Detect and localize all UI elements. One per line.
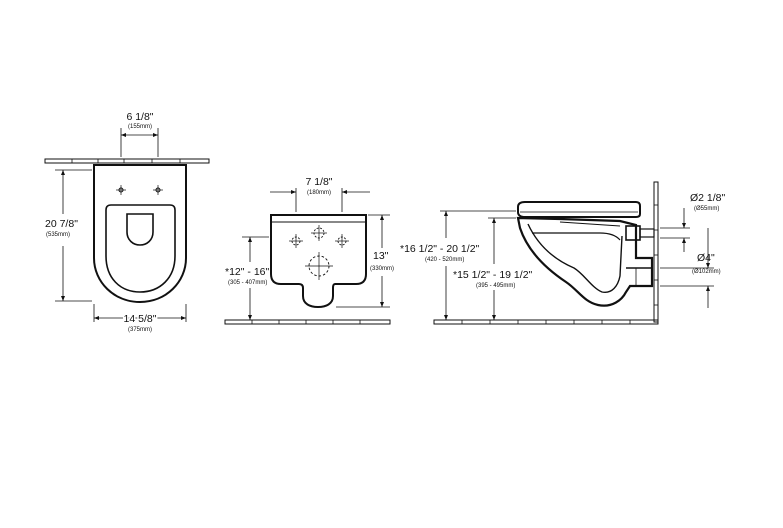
dim-overall-width-in: 14 5/8"	[124, 313, 157, 325]
dim-hole-spacing: 6 1/8" (155mm)	[120, 111, 159, 157]
dim-front-hole-spacing-in: 7 1/8"	[305, 176, 332, 188]
flush-inlet	[625, 225, 655, 241]
side-view: *16 1/2" - 20 1/2" (420 - 520mm) *15 1/2…	[400, 181, 726, 325]
bowl-outer-outline	[93, 164, 187, 304]
waste-outlet	[626, 267, 653, 287]
mounting-hole-right	[153, 185, 163, 195]
front-view: 7 1/8" (180mm) 13" (330mm) *12" - 16" (3…	[224, 176, 394, 325]
dim-side-range-bottom-mm: (395 - 495mm)	[476, 283, 515, 289]
dim-outlet-diameter-in: Ø4"	[697, 252, 715, 264]
dim-hole-spacing-mm: (155mm)	[128, 124, 152, 130]
front-holes	[289, 225, 349, 280]
top-view-wall	[44, 158, 210, 164]
dim-depth: 20 7/8" (535mm)	[45, 169, 92, 302]
dim-front-height: 13" (330mm)	[336, 214, 394, 308]
side-bowl-body	[516, 216, 654, 307]
dim-hole-spacing-in: 6 1/8"	[126, 111, 153, 123]
dim-side-range-top: *16 1/2" - 20 1/2" (420 - 520mm)	[400, 210, 516, 320]
side-view-floor	[433, 319, 659, 325]
dim-front-range-in: *12" - 16"	[225, 266, 270, 278]
side-bowl-cavity	[527, 223, 623, 293]
dim-outlet-diameter-mm: (Ø102mm)	[692, 269, 721, 275]
top-view: 6 1/8" (155mm) 20 7/8" (535mm) 14 5/8" (…	[44, 111, 210, 333]
bowl-seat-outline	[105, 204, 176, 293]
dim-overall-width: 14 5/8" (375mm)	[93, 304, 187, 333]
front-view-floor	[224, 319, 391, 325]
dim-front-hole-spacing: 7 1/8" (180mm)	[270, 176, 370, 212]
mounting-hole-left	[116, 185, 126, 195]
dim-side-range-top-mm: (420 - 520mm)	[425, 257, 464, 263]
dim-inlet-diameter-mm: (Ø55mm)	[694, 206, 719, 212]
dim-depth-mm: (535mm)	[46, 232, 70, 238]
dim-front-range-mm: (305 - 407mm)	[228, 280, 267, 286]
dim-inlet-diameter-in: Ø2 1/8"	[690, 192, 726, 204]
dim-depth-in: 20 7/8"	[45, 218, 78, 230]
side-view-wall	[653, 181, 659, 323]
seat-lid	[517, 201, 641, 218]
bowl-opening-outline	[126, 213, 154, 246]
front-bowl-outline	[270, 214, 367, 309]
dim-front-height-mm: (330mm)	[370, 266, 394, 272]
dim-outlet-diameter: Ø4" (Ø102mm)	[660, 228, 721, 308]
dim-inlet-diameter: Ø2 1/8" (Ø55mm)	[660, 192, 726, 252]
dim-front-height-in: 13"	[373, 250, 389, 262]
dim-front-hole-spacing-mm: (180mm)	[307, 190, 331, 196]
dim-front-range: *12" - 16" (305 - 407mm)	[225, 236, 270, 320]
dim-side-range-top-in: *16 1/2" - 20 1/2"	[400, 243, 480, 255]
dim-side-range-bottom: *15 1/2" - 19 1/2" (395 - 495mm)	[453, 217, 533, 320]
dim-overall-width-mm: (375mm)	[128, 327, 152, 333]
dim-side-range-bottom-in: *15 1/2" - 19 1/2"	[453, 269, 533, 281]
